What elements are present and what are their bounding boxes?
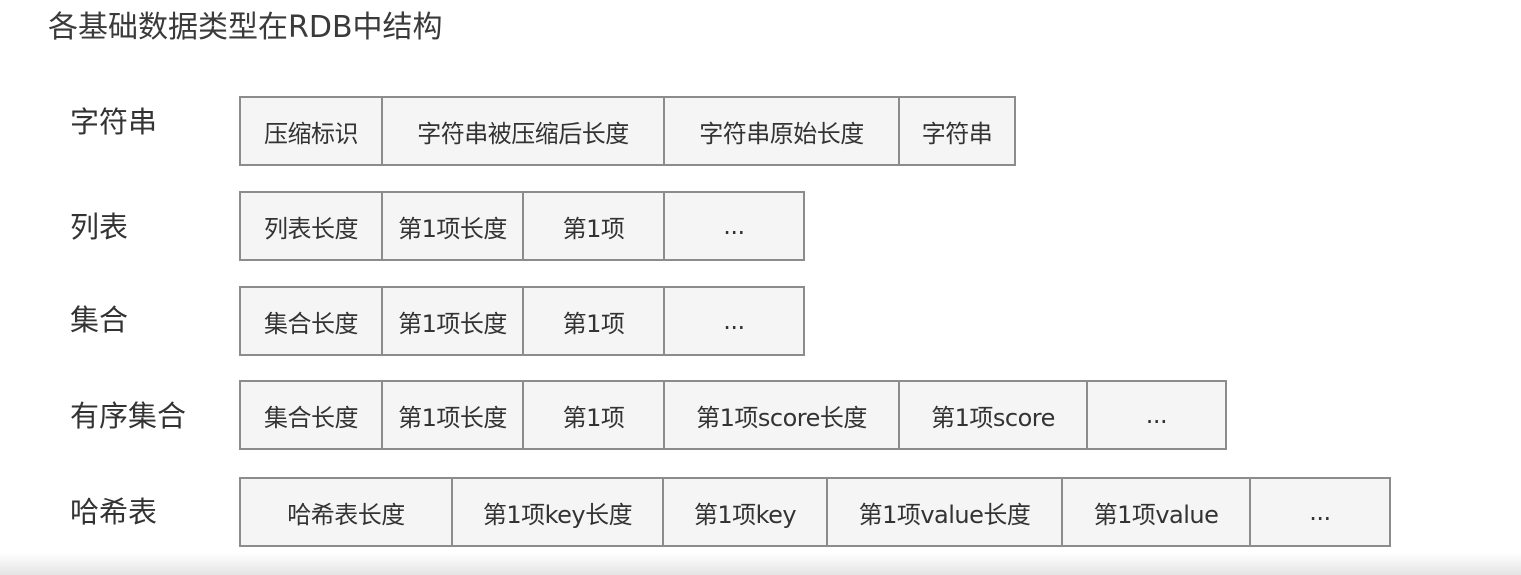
- bottom-shadow: [0, 553, 1521, 575]
- table-cell: 第1项长度: [383, 382, 524, 448]
- table-cell: 字符串被压缩后长度: [383, 98, 665, 164]
- row-label-list: 列表: [70, 210, 129, 244]
- hash-structure-table: 哈希表长度 第1项key长度 第1项key 第1项value长度 第1项valu…: [239, 477, 1391, 547]
- table-cell: 第1项score: [900, 382, 1088, 448]
- row-label-set: 集合: [70, 303, 129, 337]
- table-cell: 第1项value: [1063, 479, 1251, 545]
- table-cell: 第1项长度: [383, 288, 524, 354]
- table-cell: 列表长度: [241, 193, 383, 259]
- table-cell: 第1项value长度: [828, 479, 1063, 545]
- table-cell: 字符串原始长度: [665, 98, 900, 164]
- table-cell: 集合长度: [241, 382, 383, 448]
- page-title: 各基础数据类型在RDB中结构: [48, 10, 443, 45]
- row-label-hash: 哈希表: [70, 495, 158, 529]
- table-cell: 第1项: [524, 193, 665, 259]
- table-cell: 第1项长度: [383, 193, 524, 259]
- sorted-set-structure-table: 集合长度 第1项长度 第1项 第1项score长度 第1项score ...: [239, 380, 1227, 450]
- table-cell: 第1项: [524, 382, 665, 448]
- set-structure-table: 集合长度 第1项长度 第1项 ...: [239, 286, 805, 356]
- table-cell: ...: [723, 212, 745, 240]
- table-cell: 压缩标识: [241, 98, 383, 164]
- table-cell: 第1项: [524, 288, 665, 354]
- table-cell: 集合长度: [241, 288, 383, 354]
- table-cell: 第1项key长度: [453, 479, 664, 545]
- table-cell: ...: [1309, 498, 1331, 526]
- table-cell: 第1项key: [664, 479, 828, 545]
- table-cell: ...: [723, 307, 745, 335]
- list-structure-table: 列表长度 第1项长度 第1项 ...: [239, 191, 805, 261]
- row-label-sorted-set: 有序集合: [70, 399, 187, 433]
- table-cell: 字符串: [921, 119, 993, 148]
- table-cell: ...: [1145, 401, 1168, 429]
- table-cell: 哈希表长度: [241, 479, 453, 545]
- row-label-string: 字符串: [70, 105, 158, 139]
- table-cell: 第1项score长度: [665, 382, 900, 448]
- string-structure-table: 压缩标识 字符串被压缩后长度 字符串原始长度 字符串: [239, 96, 1016, 166]
